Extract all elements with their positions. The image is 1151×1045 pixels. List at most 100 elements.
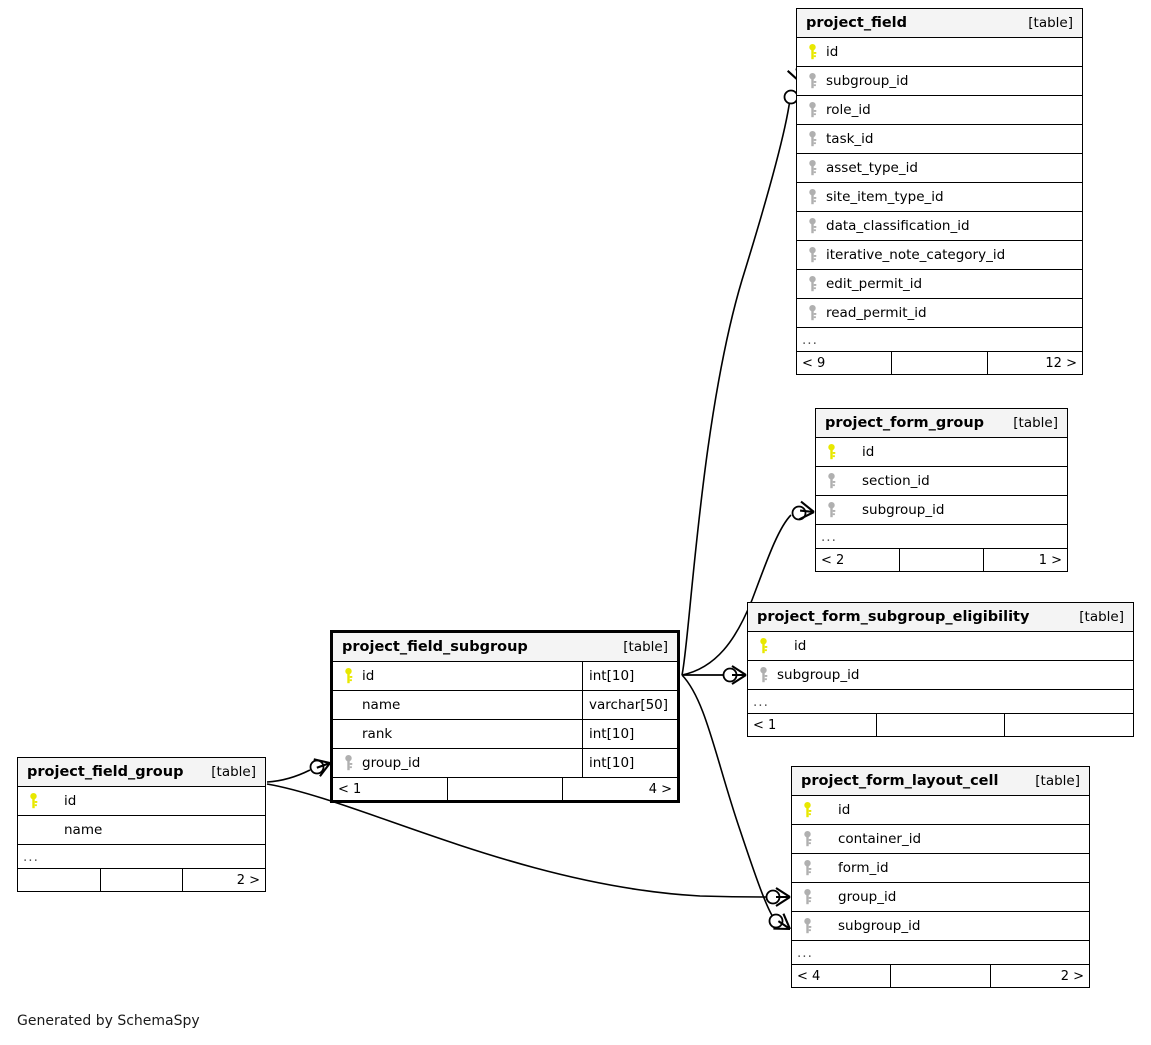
column-cell: subgroup_id [792,917,1089,935]
yellow-key-icon [823,443,840,461]
footer-incoming-count[interactable] [18,869,100,891]
table-row[interactable]: subgroup_id [816,496,1067,525]
table-row[interactable]: id [748,632,1133,661]
table-row[interactable]: section_id [816,467,1067,496]
table-row[interactable]: id [816,438,1067,467]
column-cell: read_permit_id [797,304,1082,322]
column-cell: group_id [333,754,582,772]
table-row[interactable]: name [18,816,265,845]
footer-outgoing-count[interactable]: 4 > [648,781,672,797]
table-row[interactable]: task_id [797,125,1082,154]
table-title: project_field_group [27,764,184,780]
table-row[interactable]: subgroup_id [792,912,1089,941]
gray-key-icon [804,246,821,264]
table-row[interactable]: form_id [792,854,1089,883]
table-row[interactable]: name varchar[50] [333,691,677,720]
column-cell: role_id [797,101,1082,119]
gray-key-icon [340,754,357,772]
table-header: project_field_subgroup[table] [333,633,677,662]
column-type: int[10] [582,720,677,748]
column-cell: subgroup_id [748,666,1133,684]
table-row[interactable]: group_id int[10] [333,749,677,778]
footer-outgoing-count[interactable]: 2 > [1060,968,1084,984]
footer-incoming-count[interactable]: < 1 [338,781,362,797]
table-row[interactable]: id [18,787,265,816]
table-row[interactable]: subgroup_id [797,67,1082,96]
table-header: project_field_group[table] [18,758,265,787]
footer-middle [890,965,991,987]
column-name: edit_permit_id [826,276,923,292]
footer-incoming-count[interactable]: < 1 [753,717,777,733]
table-title: project_form_subgroup_eligibility [757,609,1030,625]
table-footer: < 1 [748,714,1133,736]
table-row[interactable]: role_id [797,96,1082,125]
footer-middle [99,869,184,891]
edge-field-subgroup-to-project-field [681,98,791,676]
table-row[interactable]: site_item_type_id [797,183,1082,212]
gray-key-icon [804,101,821,119]
table-row[interactable]: id [792,796,1089,825]
table-row[interactable]: read_permit_id [797,299,1082,328]
table-row[interactable]: id [797,38,1082,67]
column-name: subgroup_id [826,73,909,89]
table-title: project_field [806,15,908,31]
footer-middle [447,778,563,800]
column-name: rank [362,726,393,742]
table-row[interactable]: iterative_note_category_id [797,241,1082,270]
table-row[interactable]: edit_permit_id [797,270,1082,299]
column-cell: rank [333,725,582,743]
column-cell: section_id [816,472,1067,490]
gray-key-icon [755,666,772,684]
footer-incoming-count[interactable]: < 4 [797,968,821,984]
table-footer: < 9 12 > [797,352,1082,374]
gray-key-icon [799,917,816,935]
table-row[interactable]: rank int[10] [333,720,677,749]
table-row[interactable]: data_classification_id [797,212,1082,241]
table-row[interactable]: container_id [792,825,1089,854]
column-name: group_id [362,755,421,771]
generated-by-note: Generated by SchemaSpy [17,1013,200,1029]
column-name: asset_type_id [826,160,918,176]
more-columns-ellipsis: ... [816,525,1067,549]
footer-incoming-count[interactable]: < 2 [821,552,845,568]
column-name: subgroup_id [777,667,860,683]
footer-middle [875,714,1006,736]
more-columns-ellipsis: ... [18,845,265,869]
more-columns-ellipsis: ... [797,328,1082,352]
column-cell: id [816,443,1067,461]
footer-middle [891,352,988,374]
table-row[interactable]: asset_type_id [797,154,1082,183]
more-columns-ellipsis: ... [748,690,1133,714]
footer-outgoing-count[interactable] [1005,714,1133,736]
column-type: int[10] [582,749,677,777]
footer-outgoing-count[interactable]: 1 > [1038,552,1062,568]
column-name: id [362,668,375,684]
footer-incoming-count[interactable]: < 9 [802,355,826,371]
footer-middle [899,549,984,571]
gray-key-icon [804,275,821,293]
table-project_form_subgroup_eligibility[interactable]: project_form_subgroup_eligibility[table]… [747,602,1134,737]
column-name: iterative_note_category_id [826,247,1006,263]
footer-outgoing-count[interactable]: 2 > [236,872,261,888]
column-name: name [362,697,401,713]
footer-outgoing-count[interactable]: 12 > [1045,355,1077,371]
table-footer: < 1 4 > [333,778,677,800]
table-row[interactable]: group_id [792,883,1089,912]
column-name: container_id [838,831,922,847]
column-type: varchar[50] [582,691,677,719]
column-cell: task_id [797,130,1082,148]
table-row[interactable]: subgroup_id [748,661,1133,690]
gray-key-icon [799,830,816,848]
column-name: role_id [826,102,871,118]
gray-key-icon [823,501,840,519]
table-type-tag: [table] [1035,773,1080,789]
column-cell: iterative_note_category_id [797,246,1082,264]
column-name: group_id [838,889,897,905]
